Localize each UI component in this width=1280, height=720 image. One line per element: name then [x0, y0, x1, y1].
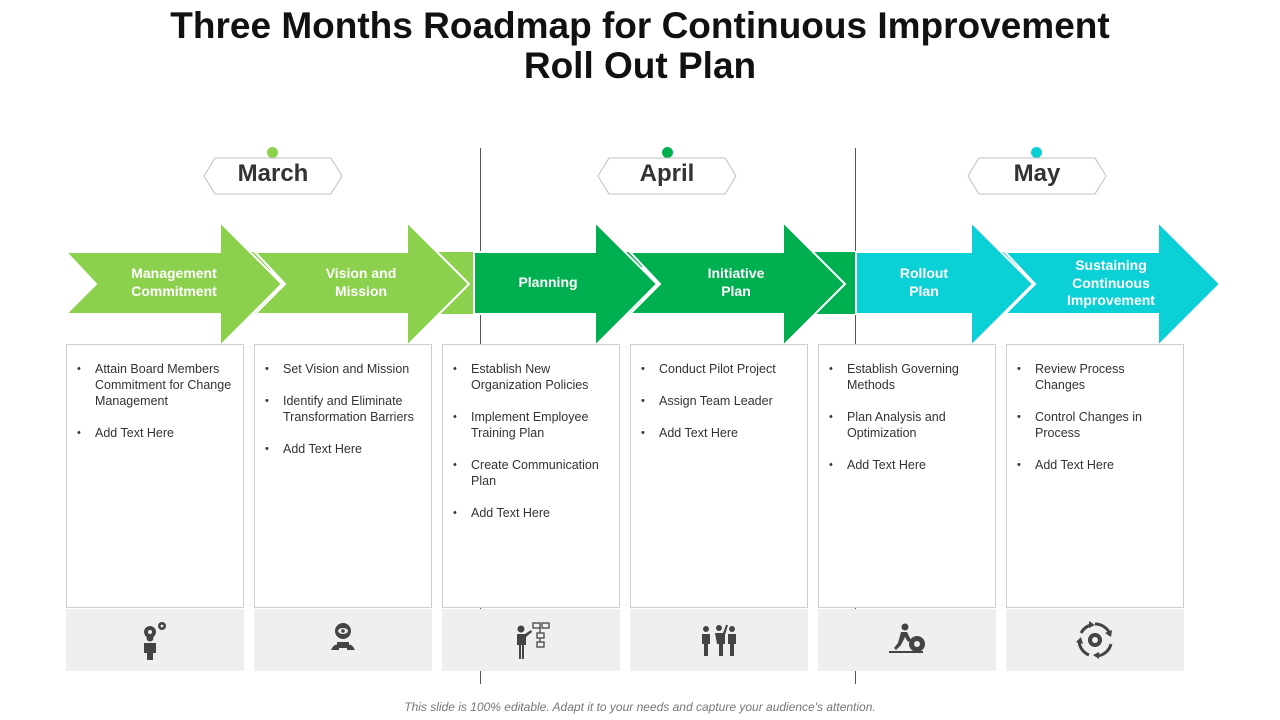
bullet-item: Add Text Here [829, 457, 987, 473]
bullet-item: Attain Board Members Commitment for Chan… [77, 361, 235, 409]
stage-card-3: Establish New Organization Policies Impl… [442, 344, 620, 608]
stage-label-line: Initiative [707, 265, 765, 281]
bullet-item: Assign Team Leader [641, 393, 799, 409]
stage-label-line: Continuous [1072, 274, 1150, 291]
bullet-list: Set Vision and Mission Identify and Elim… [255, 345, 431, 457]
stage-label-line: Management [131, 265, 217, 281]
stage-label-line: Rollout [899, 265, 949, 281]
may-dot [1031, 147, 1042, 158]
stage-label-rollout-plan: Rollout Plan [854, 265, 994, 300]
stage-label-line: Plan [721, 282, 751, 299]
icon-box-3 [442, 609, 620, 671]
icon-box-1 [66, 609, 244, 671]
bullet-item: Add Text Here [265, 441, 423, 457]
roadmap-arrow-band [63, 222, 1222, 346]
bullet-item: Establish New Organization Policies [453, 361, 611, 393]
bullet-item: Add Text Here [641, 425, 799, 441]
icon-box-2 [254, 609, 432, 671]
eye-vision-people-icon [331, 623, 355, 650]
bullet-item: Identify and Eliminate Transformation Ba… [265, 393, 423, 425]
month-badge-march: March [203, 157, 343, 195]
stage-arrow-5 [855, 222, 1035, 346]
stage-label-vision-mission: Vision and Mission [291, 265, 431, 300]
bullet-list: Conduct Pilot Project Assign Team Leader… [631, 345, 807, 441]
stage-arrow-6 [1002, 222, 1222, 346]
bullet-item: Conduct Pilot Project [641, 361, 799, 377]
month-badge-april: April [597, 157, 737, 195]
stage-label-line: Sustaining [1075, 257, 1147, 273]
month-badge-may: May [967, 157, 1107, 195]
stage-label-management-commitment: Management Commitment [104, 265, 244, 300]
month-label-april: April [639, 160, 695, 187]
cycle-gear-icon [1076, 621, 1113, 659]
icon-box-5 [818, 609, 996, 671]
icon-box-4 [630, 609, 808, 671]
bullet-item: Add Text Here [1017, 457, 1175, 473]
worker-rolling-icon [889, 623, 925, 653]
bullet-item: Plan Analysis and Optimization [829, 409, 987, 441]
bullet-item: Review Process Changes [1017, 361, 1175, 393]
title-line-2: Roll Out Plan [523, 45, 757, 86]
stage-label-initiative-plan: Initiative Plan [666, 265, 806, 300]
stage-label-planning: Planning [478, 274, 618, 292]
stage-card-4: Conduct Pilot Project Assign Team Leader… [630, 344, 808, 608]
businessman-gears-icon [144, 622, 166, 660]
stage-arrow-2 [252, 222, 471, 346]
month-label-may: May [1013, 160, 1061, 187]
stage-label-line: Planning [518, 274, 578, 290]
bullet-item: Set Vision and Mission [265, 361, 423, 377]
bullet-list: Attain Board Members Commitment for Chan… [67, 345, 243, 441]
team-leader-icon [702, 625, 736, 656]
bullet-list: Establish Governing Methods Plan Analysi… [819, 345, 995, 473]
stage-arrow-4 [627, 222, 847, 346]
bullet-item: Establish Governing Methods [829, 361, 987, 393]
stage-arrow-1 [63, 222, 284, 346]
presenter-flowchart-icon [517, 622, 550, 659]
title-line-1: Three Months Roadmap for Continuous Impr… [170, 5, 1110, 46]
stage-label-line: Plan [909, 282, 939, 299]
bullet-list: Review Process Changes Control Changes i… [1007, 345, 1183, 473]
stage-card-6: Review Process Changes Control Changes i… [1006, 344, 1184, 608]
month-label-march: March [237, 160, 309, 187]
icon-box-6 [1006, 609, 1184, 671]
bullet-item: Create Communication Plan [453, 457, 611, 489]
stage-card-2: Set Vision and Mission Identify and Elim… [254, 344, 432, 608]
stage-label-line: Mission [334, 282, 388, 299]
bullet-item: Implement Employee Training Plan [453, 409, 611, 441]
stage-card-1: Attain Board Members Commitment for Chan… [66, 344, 244, 608]
bullet-item: Add Text Here [453, 505, 611, 521]
stage-card-5: Establish Governing Methods Plan Analysi… [818, 344, 996, 608]
bullet-list: Establish New Organization Policies Impl… [443, 345, 619, 521]
bullet-item: Add Text Here [77, 425, 235, 441]
footer-note: This slide is 100% editable. Adapt it to… [404, 700, 876, 714]
stage-arrow-3 [473, 222, 659, 346]
stage-label-sustaining-improvement: Sustaining Continuous Improvement [1041, 257, 1181, 310]
stage-label-line: Improvement [1067, 292, 1155, 308]
stage-label-line: Commitment [131, 282, 217, 299]
april-dot [662, 147, 673, 158]
bullet-item: Control Changes in Process [1017, 409, 1175, 441]
slide-title: Three Months Roadmap for Continuous Impr… [0, 6, 1280, 86]
stage-label-line: Vision and [325, 265, 397, 281]
march-dot [267, 147, 278, 158]
